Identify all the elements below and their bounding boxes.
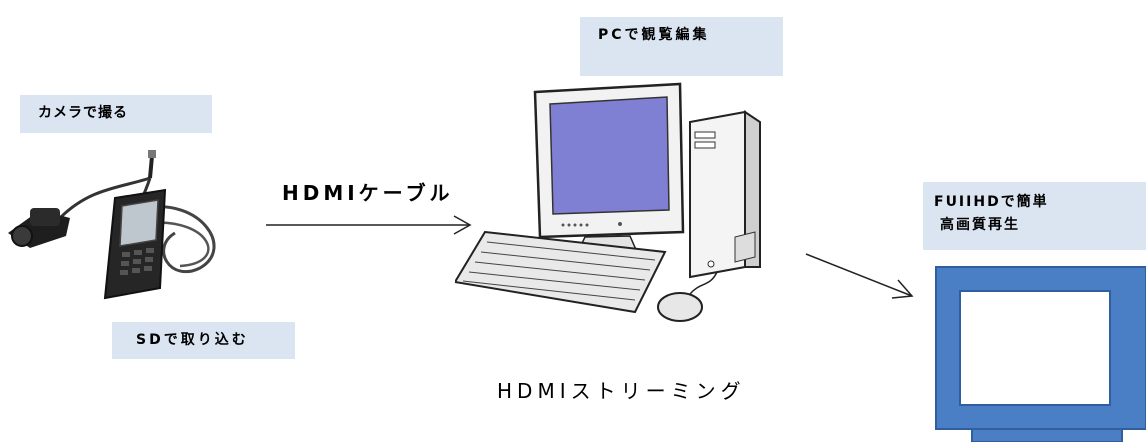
camera-label-box — [20, 95, 212, 133]
pc-label-box — [580, 17, 783, 76]
camera-label: カメラで撮る — [38, 105, 128, 121]
fullhd-label-box — [923, 182, 1146, 250]
display-monitor-icon — [935, 266, 1146, 442]
pc-label: PCで観覧編集 — [598, 27, 710, 43]
desktop-computer-icon — [455, 82, 761, 322]
sd-label-box — [112, 322, 295, 359]
fullhd-label-line1: FUIIHDで簡単 — [934, 194, 1049, 210]
handheld-camera-icon — [8, 150, 216, 300]
fullhd-label-line2: 高画質再生 — [940, 217, 1020, 233]
hdmi-cable-label: HDMIケーブル — [282, 181, 454, 205]
streaming-arrow — [805, 253, 914, 299]
hdmi-cable-arrow — [266, 215, 472, 235]
hdmi-streaming-label: HDMIストリーミング — [497, 379, 746, 403]
sd-label: SDで取り込む — [136, 332, 249, 348]
